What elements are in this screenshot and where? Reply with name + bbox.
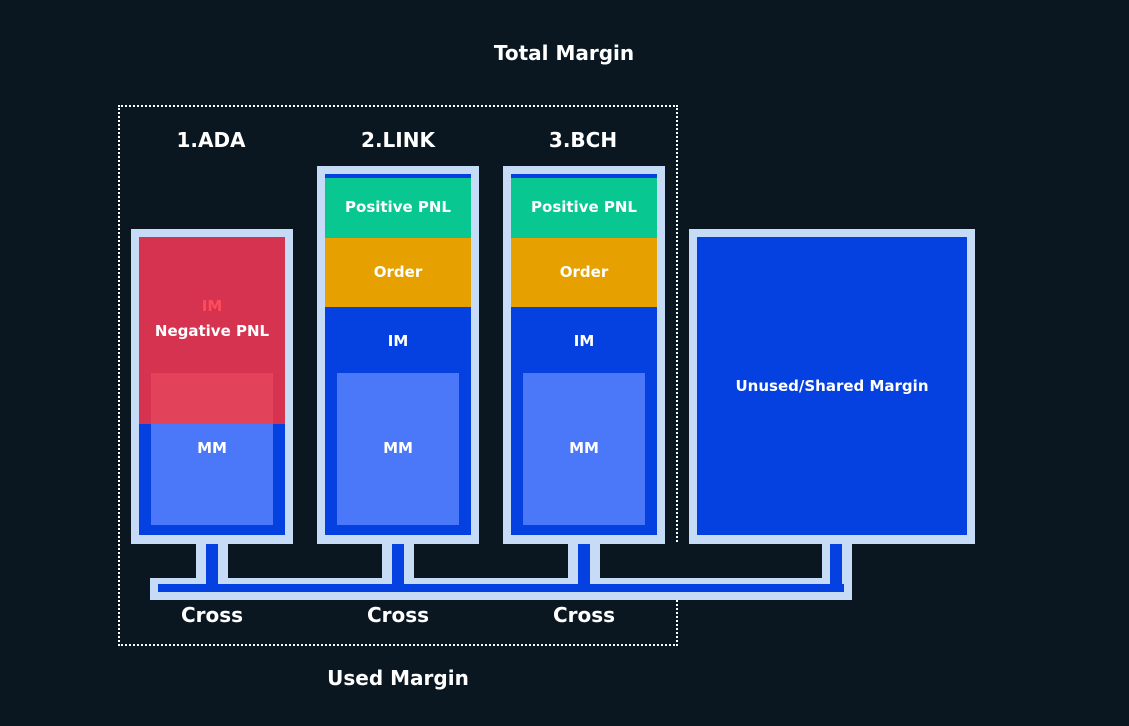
cross-label-bch: Cross xyxy=(552,603,616,627)
ada-negative-pnl-label: Negative PNL xyxy=(154,322,270,340)
ada-im-label: IM xyxy=(201,297,223,315)
diagram-title: Total Margin xyxy=(493,41,635,65)
ada-mm-label: MM xyxy=(197,439,227,457)
link-order-label: Order xyxy=(373,263,423,281)
link-positive-pnl-label: Positive PNL xyxy=(345,198,451,216)
bch-im-label: IM xyxy=(573,332,595,350)
link-order-block xyxy=(325,238,471,307)
used-margin-label: Used Margin xyxy=(327,666,469,690)
link-positive-pnl-block xyxy=(325,178,471,238)
bch-positive-pnl-label: Positive PNL xyxy=(531,198,637,216)
position-name-bch: 3.BCH xyxy=(548,128,618,152)
unused-margin-label: Unused/Shared Margin xyxy=(735,377,929,395)
bch-order-label: Order xyxy=(559,263,609,281)
unused-margin-block xyxy=(697,237,967,535)
bch-mm-label: MM xyxy=(569,439,599,457)
cross-label-ada: Cross xyxy=(180,603,244,627)
link-mm-label: MM xyxy=(383,439,413,457)
position-name-ada: 1.ADA xyxy=(176,128,246,152)
position-name-link: 2.LINK xyxy=(361,128,435,152)
bch-order-block xyxy=(511,238,657,307)
link-im-label: IM xyxy=(387,332,409,350)
cross-label-link: Cross xyxy=(366,603,430,627)
bch-positive-pnl-block xyxy=(511,178,657,238)
bch-mm-block xyxy=(523,373,645,525)
ada-negative-overlap xyxy=(151,373,273,424)
link-mm-block xyxy=(337,373,459,525)
used-margin-outline xyxy=(118,105,678,646)
